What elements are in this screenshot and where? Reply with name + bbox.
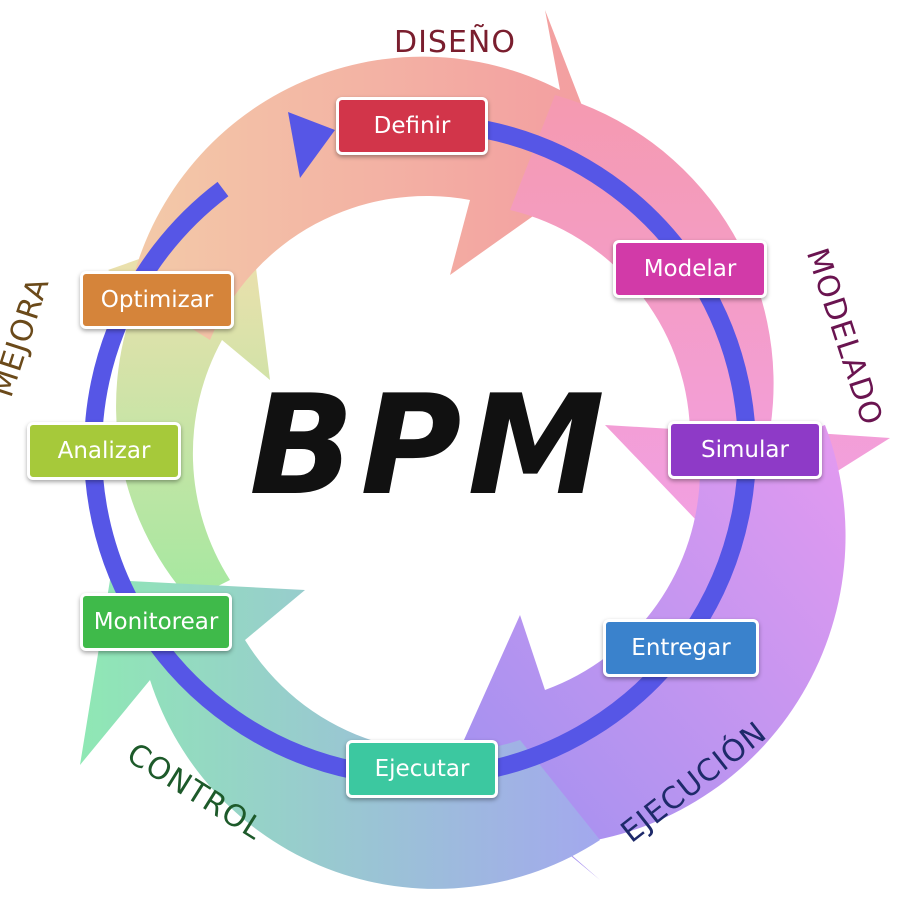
- ring-arrow-diseno: [130, 10, 605, 340]
- step-analizar: Analizar: [27, 422, 181, 480]
- step-entregar: Entregar: [603, 619, 759, 677]
- inner-cycle-arrowhead: [288, 112, 335, 178]
- phase-label-modelado: MODELADO: [799, 244, 889, 430]
- phase-label-diseno: DISEÑO: [394, 24, 516, 60]
- step-definir: Definir: [336, 97, 488, 155]
- step-ejecutar: Ejecutar: [346, 740, 498, 798]
- ring-arrow-control: [80, 580, 600, 889]
- step-optimizar: Optimizar: [80, 271, 234, 329]
- center-title: BPM: [249, 364, 611, 526]
- step-monitorear: Monitorear: [80, 593, 232, 651]
- step-simular: Simular: [668, 421, 822, 479]
- step-modelar: Modelar: [613, 240, 767, 298]
- phase-label-mejora: MEJORA: [0, 273, 57, 401]
